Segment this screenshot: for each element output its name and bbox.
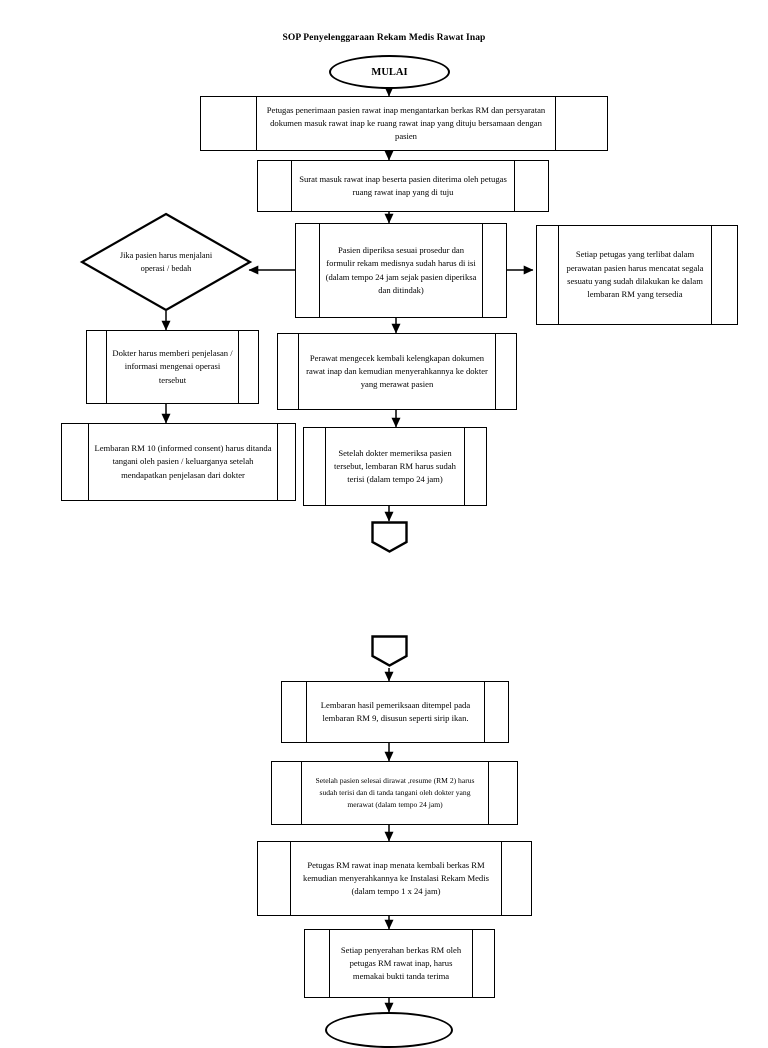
gutter-right bbox=[472, 930, 494, 997]
process-step-1: Petugas penerimaan pasien rawat inap men… bbox=[200, 96, 608, 151]
process-step-6-body: Perawat mengecek kembali kelengkapan dok… bbox=[299, 334, 495, 409]
gutter-left bbox=[87, 331, 107, 403]
process-step-5: Dokter harus memberi penjelasan / inform… bbox=[86, 330, 259, 404]
process-step-2-text: Surat masuk rawat inap beserta pasien di… bbox=[299, 173, 507, 197]
off-page-connector-b bbox=[371, 635, 408, 667]
terminator-start-label: MULAI bbox=[371, 66, 408, 78]
process-step-9-body: Lembaran hasil pemeriksaan ditempel pada… bbox=[307, 682, 484, 742]
gutter-right bbox=[495, 334, 516, 409]
gutter-right bbox=[238, 331, 258, 403]
process-step-12-body: Setiap penyerahan berkas RM oleh petugas… bbox=[330, 930, 472, 997]
gutter-left bbox=[537, 226, 559, 324]
process-step-1-body: Petugas penerimaan pasien rawat inap men… bbox=[257, 97, 555, 150]
gutter-right bbox=[501, 842, 531, 915]
process-step-4-text: Setiap petugas yang terlibat dalam peraw… bbox=[566, 249, 704, 300]
decision-operasi: Jika pasien harus menjalani operasi / be… bbox=[79, 212, 253, 312]
gutter-right bbox=[514, 161, 548, 211]
gutter-right bbox=[464, 428, 486, 505]
process-step-4: Setiap petugas yang terlibat dalam peraw… bbox=[536, 225, 738, 325]
process-step-5-body: Dokter harus memberi penjelasan / inform… bbox=[107, 331, 238, 403]
process-step-7: Lembaran RM 10 (informed consent) harus … bbox=[61, 423, 296, 501]
process-step-5-text: Dokter harus memberi penjelasan / inform… bbox=[112, 348, 233, 385]
process-step-7-body: Lembaran RM 10 (informed consent) harus … bbox=[89, 424, 277, 500]
process-step-2: Surat masuk rawat inap beserta pasien di… bbox=[257, 160, 549, 212]
process-step-8: Setelah dokter memeriksa pasien tersebut… bbox=[303, 427, 487, 506]
gutter-left bbox=[258, 161, 292, 211]
process-step-3: Pasien diperiksa sesuai prosedur dan for… bbox=[295, 223, 507, 318]
process-step-7-text: Lembaran RM 10 (informed consent) harus … bbox=[94, 443, 272, 480]
process-step-10-body: Setelah pasien selesai dirawat ,resume (… bbox=[302, 762, 488, 824]
gutter-right bbox=[277, 424, 295, 500]
terminator-start: MULAI bbox=[329, 55, 450, 89]
gutter-right bbox=[484, 682, 508, 742]
process-step-11: Petugas RM rawat inap menata kembali ber… bbox=[257, 841, 532, 916]
gutter-left bbox=[304, 428, 326, 505]
process-step-11-text: Petugas RM rawat inap menata kembali ber… bbox=[303, 859, 489, 897]
gutter-right bbox=[711, 226, 737, 324]
process-step-8-body: Setelah dokter memeriksa pasien tersebut… bbox=[326, 428, 464, 505]
off-page-connector-a bbox=[371, 521, 408, 553]
gutter-right bbox=[482, 224, 506, 317]
process-step-2-body: Surat masuk rawat inap beserta pasien di… bbox=[292, 161, 514, 211]
process-step-12-text: Setiap penyerahan berkas RM oleh petugas… bbox=[340, 944, 462, 982]
gutter-left bbox=[201, 97, 257, 150]
process-step-9-text: Lembaran hasil pemeriksaan ditempel pada… bbox=[320, 699, 471, 723]
gutter-left bbox=[296, 224, 320, 317]
gutter-left bbox=[282, 682, 307, 742]
process-step-10: Setelah pasien selesai dirawat ,resume (… bbox=[271, 761, 518, 825]
process-step-8-text: Setelah dokter memeriksa pasien tersebut… bbox=[334, 447, 456, 485]
flowchart-canvas: SOP Penyelenggaraan Rekam Medis Rawat In… bbox=[61, 33, 738, 1048]
terminator-end bbox=[325, 1012, 453, 1048]
gutter-left bbox=[258, 842, 291, 915]
gutter-left bbox=[278, 334, 299, 409]
process-step-11-body: Petugas RM rawat inap menata kembali ber… bbox=[291, 842, 501, 915]
gutter-right bbox=[488, 762, 517, 824]
process-step-10-text: Setelah pasien selesai dirawat ,resume (… bbox=[315, 776, 475, 809]
gutter-left bbox=[305, 930, 330, 997]
gutter-left bbox=[62, 424, 89, 500]
process-step-1-text: Petugas penerimaan pasien rawat inap men… bbox=[266, 104, 546, 142]
process-step-12: Setiap penyerahan berkas RM oleh petugas… bbox=[304, 929, 495, 998]
process-step-6-text: Perawat mengecek kembali kelengkapan dok… bbox=[306, 352, 488, 390]
process-step-3-body: Pasien diperiksa sesuai prosedur dan for… bbox=[320, 224, 482, 317]
gutter-left bbox=[272, 762, 302, 824]
gutter-right bbox=[555, 97, 607, 150]
process-step-3-text: Pasien diperiksa sesuai prosedur dan for… bbox=[325, 244, 477, 295]
process-step-6: Perawat mengecek kembali kelengkapan dok… bbox=[277, 333, 517, 410]
process-step-9: Lembaran hasil pemeriksaan ditempel pada… bbox=[281, 681, 509, 743]
page-title: SOP Penyelenggaraan Rekam Medis Rawat In… bbox=[282, 33, 486, 43]
process-step-4-body: Setiap petugas yang terlibat dalam peraw… bbox=[559, 226, 711, 324]
